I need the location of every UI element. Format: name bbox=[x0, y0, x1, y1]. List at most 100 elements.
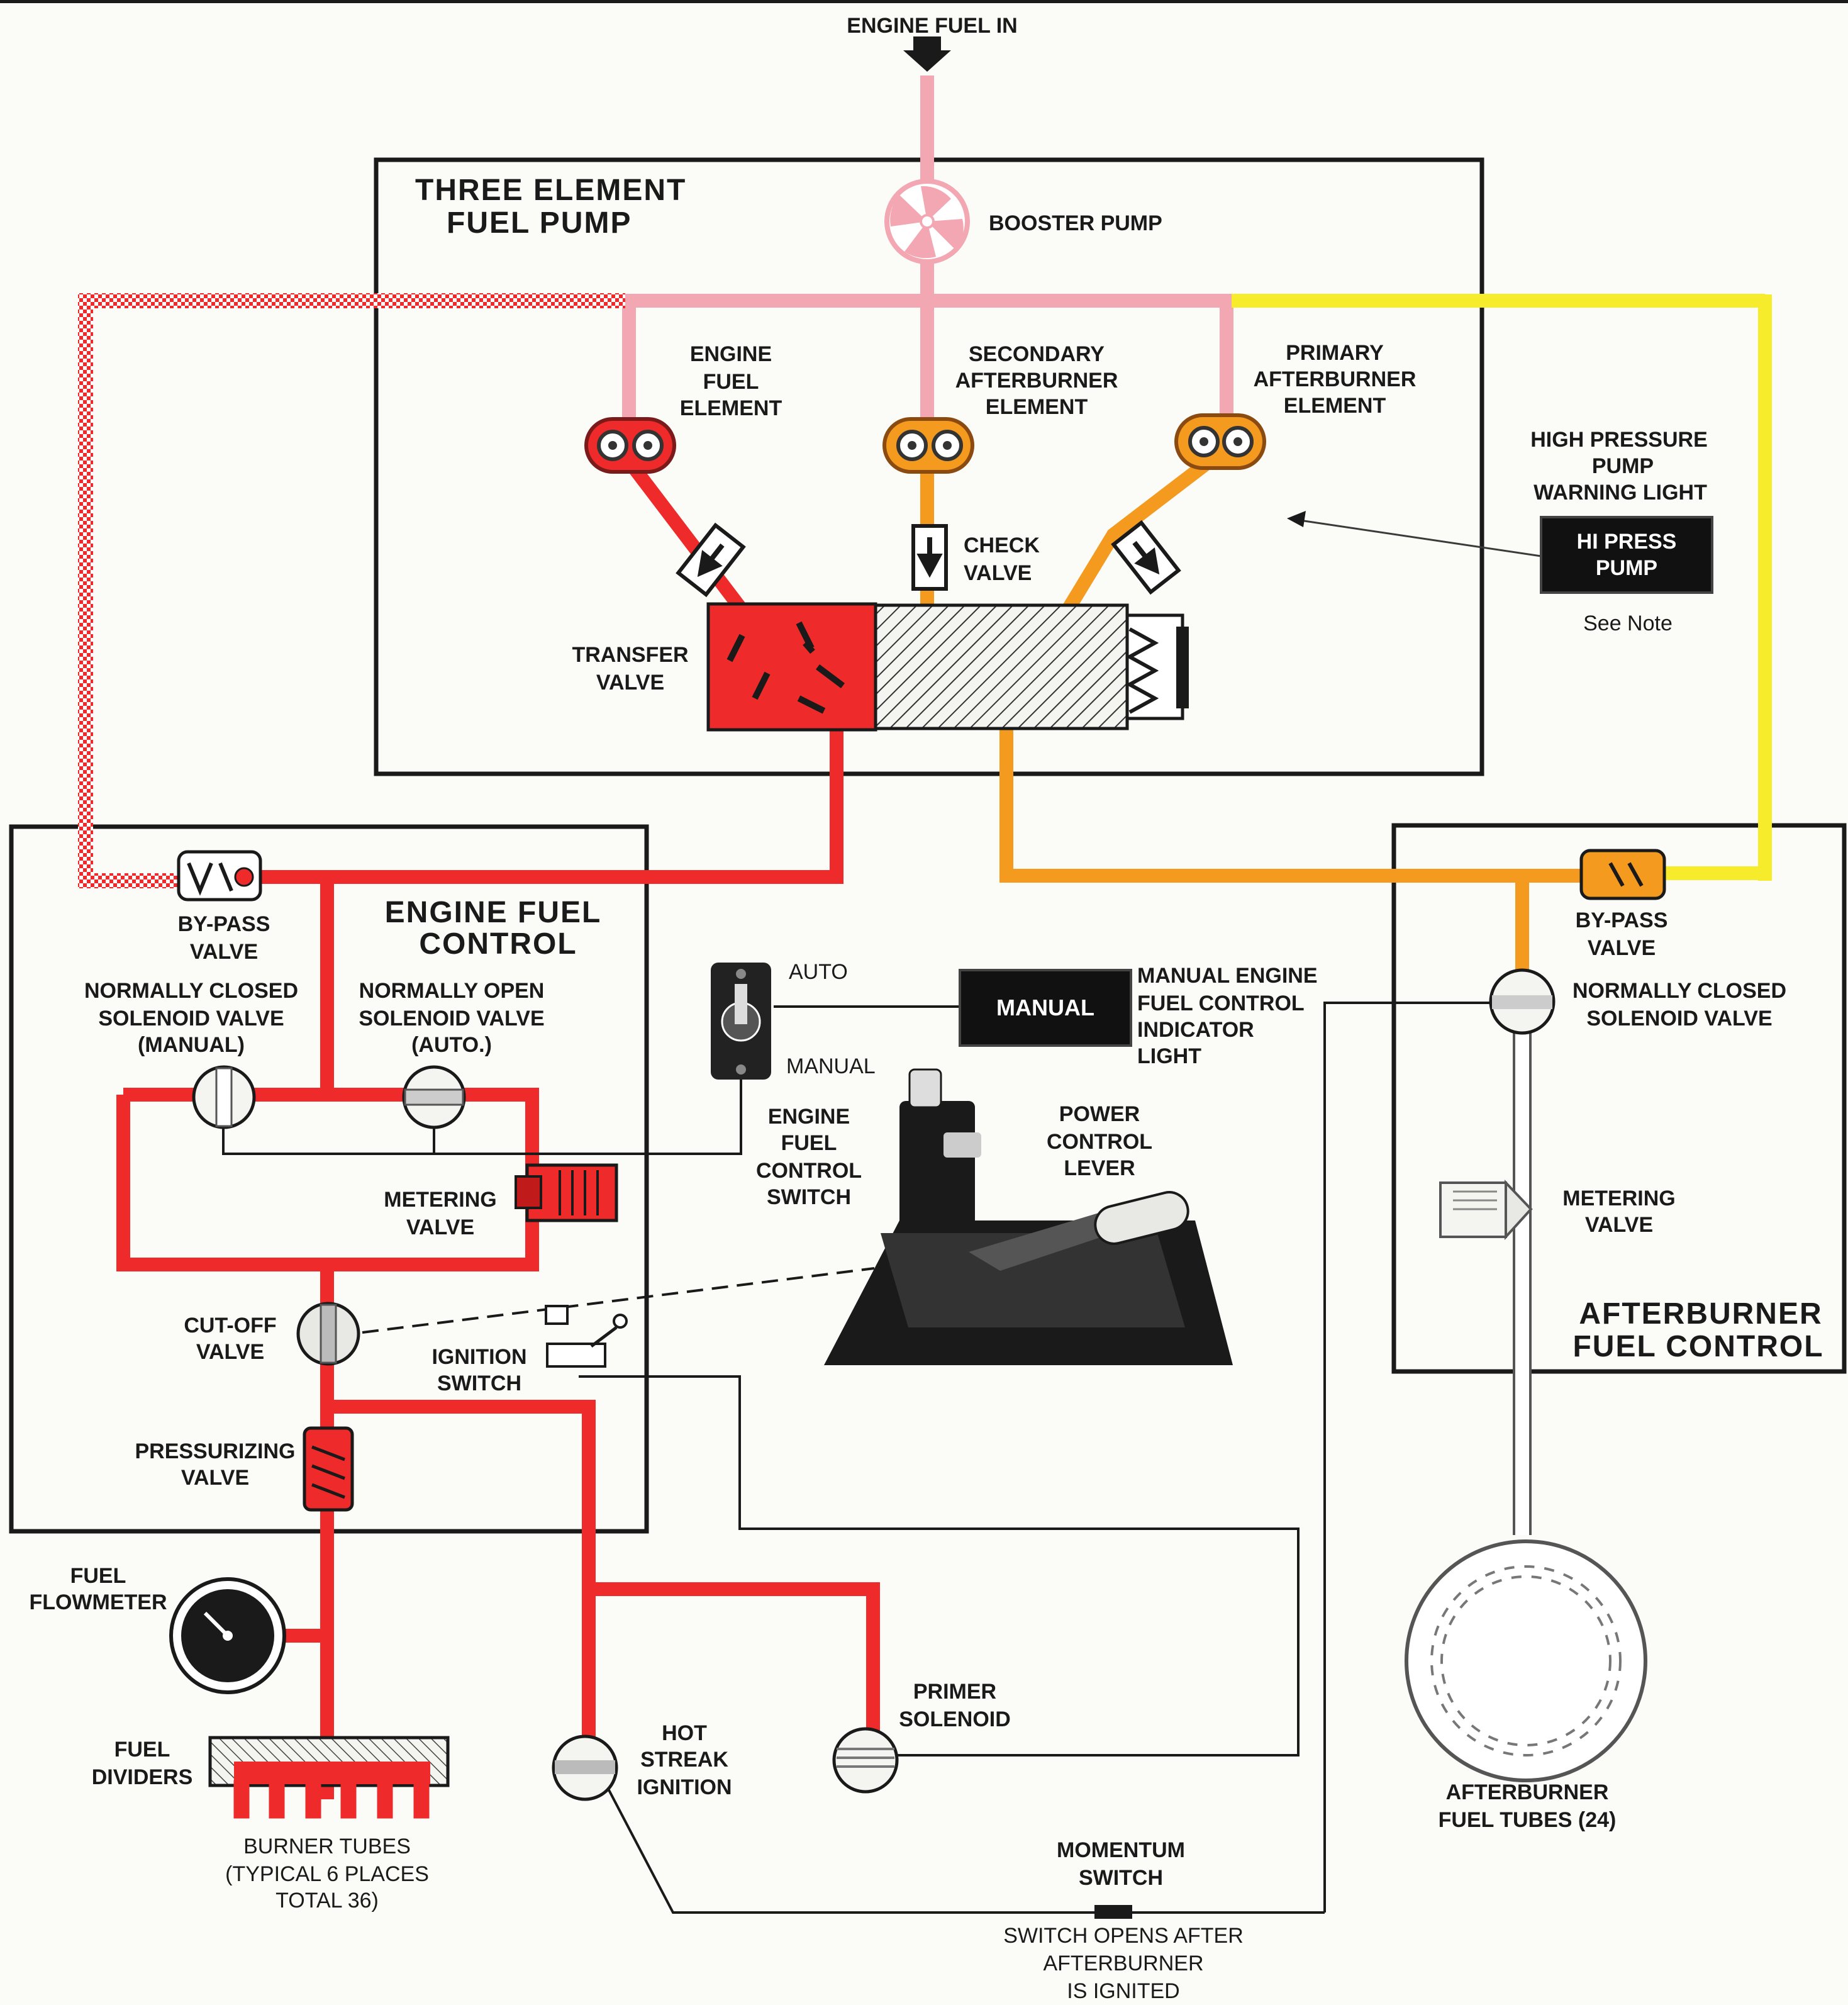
transfer-valve-icon bbox=[706, 602, 1189, 732]
fuel-dividers-icon bbox=[208, 1736, 450, 1787]
booster-pump-icon bbox=[884, 179, 970, 264]
svg-text:VALVE: VALVE bbox=[964, 561, 1032, 585]
svg-text:WARNING LIGHT: WARNING LIGHT bbox=[1534, 481, 1707, 505]
svg-text:IGNITION: IGNITION bbox=[637, 1775, 732, 1799]
svg-text:INDICATOR: INDICATOR bbox=[1137, 1018, 1254, 1042]
afterburner-supply-line bbox=[1232, 294, 1772, 881]
primary-ab-element-label: PRIMARY AFTERBURNER ELEMENT bbox=[1254, 341, 1417, 418]
svg-text:FUEL: FUEL bbox=[70, 1564, 126, 1588]
svg-text:ENGINE: ENGINE bbox=[768, 1105, 850, 1129]
metering-valve-right-label: METERING VALVE bbox=[1562, 1187, 1675, 1237]
svg-text:FUEL: FUEL bbox=[703, 370, 759, 394]
bypass-valve-right-label: BY-PASS VALVE bbox=[1576, 908, 1668, 960]
metering-valve-left-label: METERING VALVE bbox=[384, 1188, 496, 1239]
nc-solenoid-right-icon bbox=[1489, 968, 1556, 1035]
svg-text:CONTROL: CONTROL bbox=[1047, 1130, 1152, 1154]
fuel-dividers-label: FUEL DIVIDERS bbox=[92, 1738, 193, 1789]
momentum-switch-label: MOMENTUM SWITCH bbox=[1057, 1838, 1185, 1890]
svg-text:BY-PASS: BY-PASS bbox=[1576, 908, 1668, 932]
svg-text:FLOWMETER: FLOWMETER bbox=[29, 1590, 167, 1614]
svg-text:CONTROL: CONTROL bbox=[756, 1159, 862, 1183]
svg-text:LIGHT: LIGHT bbox=[1137, 1044, 1201, 1068]
engine-fuel-element-icon bbox=[584, 417, 676, 474]
svg-text:SOLENOID VALVE: SOLENOID VALVE bbox=[359, 1007, 544, 1030]
momentum-switch-icon bbox=[1094, 1905, 1132, 1919]
primer-solenoid-label: PRIMER SOLENOID bbox=[899, 1680, 1011, 1731]
power-control-lever-icon[interactable] bbox=[824, 1068, 1233, 1365]
booster-pump-label: BOOSTER PUMP bbox=[989, 211, 1162, 235]
ef-control-switch-label: ENGINE FUEL CONTROL SWITCH bbox=[756, 1105, 862, 1209]
svg-text:VALVE: VALVE bbox=[1588, 936, 1656, 960]
engine-fuel-element-label: ENGINE FUEL ELEMENT bbox=[680, 342, 782, 420]
pressurizing-valve-icon bbox=[303, 1426, 354, 1512]
manual-position-label: MANUAL bbox=[786, 1054, 876, 1078]
svg-text:AFTERBURNER: AFTERBURNER bbox=[1043, 1952, 1203, 1975]
engine-fuel-lines bbox=[116, 449, 880, 1799]
primary-ab-element-icon bbox=[1174, 413, 1266, 470]
svg-text:SOLENOID: SOLENOID bbox=[899, 1707, 1011, 1731]
bypass-valve-left-label: BY-PASS VALVE bbox=[178, 912, 270, 964]
svg-text:DIVIDERS: DIVIDERS bbox=[92, 1765, 193, 1789]
svg-text:FUEL CONTROL: FUEL CONTROL bbox=[1137, 991, 1305, 1015]
manual-indicator-label: MANUAL ENGINE FUEL CONTROL INDICATOR LIG… bbox=[1137, 964, 1318, 1068]
svg-text:MOMENTUM: MOMENTUM bbox=[1057, 1838, 1185, 1862]
svg-text:VALVE: VALVE bbox=[406, 1215, 474, 1239]
engine-fuel-control-switch-icon[interactable] bbox=[711, 963, 771, 1080]
hot-streak-label: HOT STREAK IGNITION bbox=[637, 1721, 732, 1799]
bypass-valve-left-icon bbox=[177, 850, 262, 902]
metering-valve-right-icon bbox=[1439, 1180, 1533, 1241]
ab-fuel-tubes-label: AFTERBURNER FUEL TUBES (24) bbox=[1439, 1780, 1617, 1832]
bypass-valve-right-icon bbox=[1579, 849, 1666, 900]
svg-text:FUEL TUBES (24): FUEL TUBES (24) bbox=[1439, 1808, 1617, 1832]
svg-text:AFTERBURNER: AFTERBURNER bbox=[955, 369, 1118, 393]
fuel-in-arrow-icon bbox=[903, 50, 951, 72]
manual-indicator-light: MANUAL bbox=[959, 969, 1132, 1047]
svg-text:TRANSFER: TRANSFER bbox=[572, 643, 688, 667]
svg-text:AFTERBURNER: AFTERBURNER bbox=[1446, 1780, 1609, 1804]
ignition-switch-label: IGNITION SWITCH bbox=[431, 1345, 526, 1395]
svg-text:NORMALLY CLOSED: NORMALLY CLOSED bbox=[84, 979, 298, 1003]
svg-text:HIGH PRESSURE: HIGH PRESSURE bbox=[1530, 428, 1708, 452]
pump-title-line2: FUEL PUMP bbox=[447, 206, 632, 240]
manual-light-text: MANUAL bbox=[996, 995, 1094, 1020]
burner-tubes-label: BURNER TUBES (TYPICAL 6 PLACES TOTAL 36) bbox=[225, 1835, 429, 1913]
svg-text:IGNITION: IGNITION bbox=[431, 1345, 526, 1369]
svg-text:TOTAL 36): TOTAL 36) bbox=[276, 1889, 379, 1913]
see-note-label: See Note bbox=[1583, 612, 1673, 635]
engine-fuel-control-label: ENGINE FUEL CONTROL bbox=[385, 896, 602, 961]
no-solenoid-auto-label: NORMALLY OPEN SOLENOID VALVE (AUTO.) bbox=[359, 979, 544, 1057]
svg-text:SWITCH: SWITCH bbox=[437, 1371, 521, 1395]
nc-solenoid-manual-icon bbox=[192, 1065, 256, 1129]
svg-text:ENGINE: ENGINE bbox=[690, 342, 772, 366]
svg-text:ELEMENT: ELEMENT bbox=[680, 396, 782, 420]
hp-warning-light-label: HIGH PRESSURE PUMP WARNING LIGHT bbox=[1530, 428, 1708, 505]
primer-solenoid-icon bbox=[832, 1727, 899, 1794]
svg-text:NORMALLY OPEN: NORMALLY OPEN bbox=[359, 979, 545, 1003]
svg-text:ENGINE FUEL: ENGINE FUEL bbox=[385, 896, 602, 929]
svg-text:FUEL: FUEL bbox=[781, 1131, 837, 1155]
ab-fuel-control-label: AFTERBURNER FUEL CONTROL bbox=[1572, 1297, 1823, 1363]
auto-position-label: AUTO bbox=[789, 960, 848, 984]
check-valve-label: CHECK VALVE bbox=[964, 533, 1040, 585]
svg-text:STREAK: STREAK bbox=[640, 1748, 728, 1772]
svg-text:PRIMER: PRIMER bbox=[913, 1680, 996, 1704]
afterburner-fuel-control-box bbox=[1391, 823, 1847, 1374]
fuel-flowmeter-label: FUEL FLOWMETER bbox=[29, 1564, 167, 1614]
afterburner-fuel-tubes-ring-icon bbox=[1405, 1539, 1647, 1782]
svg-text:FUEL: FUEL bbox=[114, 1738, 170, 1762]
svg-text:FUEL CONTROL: FUEL CONTROL bbox=[1572, 1330, 1823, 1363]
hot-streak-ignition-icon bbox=[552, 1734, 618, 1801]
svg-text:ELEMENT: ELEMENT bbox=[1284, 394, 1386, 418]
svg-text:SECONDARY: SECONDARY bbox=[969, 342, 1105, 366]
hi-press-light-line1: HI PRESS bbox=[1577, 530, 1677, 554]
svg-text:NORMALLY CLOSED: NORMALLY CLOSED bbox=[1572, 979, 1786, 1003]
ignition-switch-icon bbox=[545, 1305, 628, 1368]
svg-text:METERING: METERING bbox=[1562, 1187, 1675, 1210]
svg-text:POWER: POWER bbox=[1059, 1102, 1140, 1126]
svg-text:SOLENOID VALVE: SOLENOID VALVE bbox=[1586, 1007, 1772, 1030]
svg-text:ELEMENT: ELEMENT bbox=[986, 395, 1088, 419]
nc-solenoid-manual-label: NORMALLY CLOSED SOLENOID VALVE (MANUAL) bbox=[84, 979, 298, 1057]
svg-text:SWITCH: SWITCH bbox=[1079, 1866, 1163, 1890]
check-valve-icon bbox=[676, 520, 1181, 598]
